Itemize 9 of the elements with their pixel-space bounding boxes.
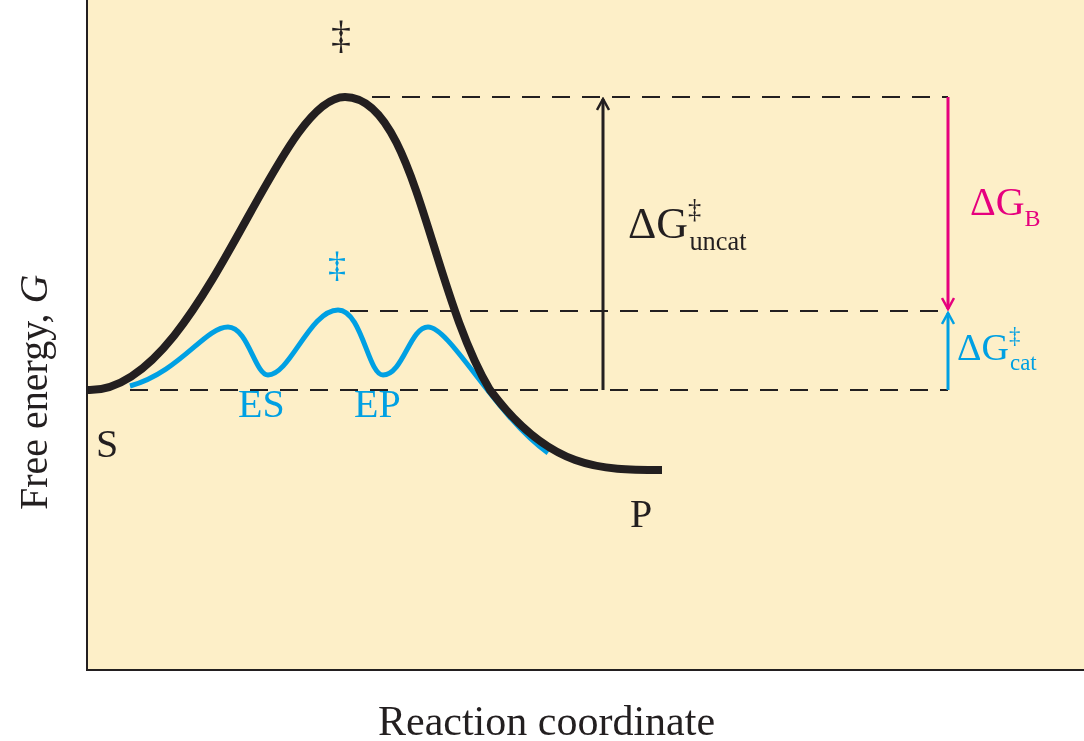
state-label: S [96,424,119,464]
transition-state-symbol: ‡ [328,247,346,283]
intermediate-label: EP [354,384,401,424]
axis-title: Reaction coordinate [378,700,716,741]
intermediate-label: ES [238,384,285,424]
axis-title: Free energy, G [14,274,54,510]
state-label: P [630,494,653,534]
transition-state-symbol: ‡ [331,15,351,55]
energy-label: ΔG$_{B}$ [970,182,1041,230]
